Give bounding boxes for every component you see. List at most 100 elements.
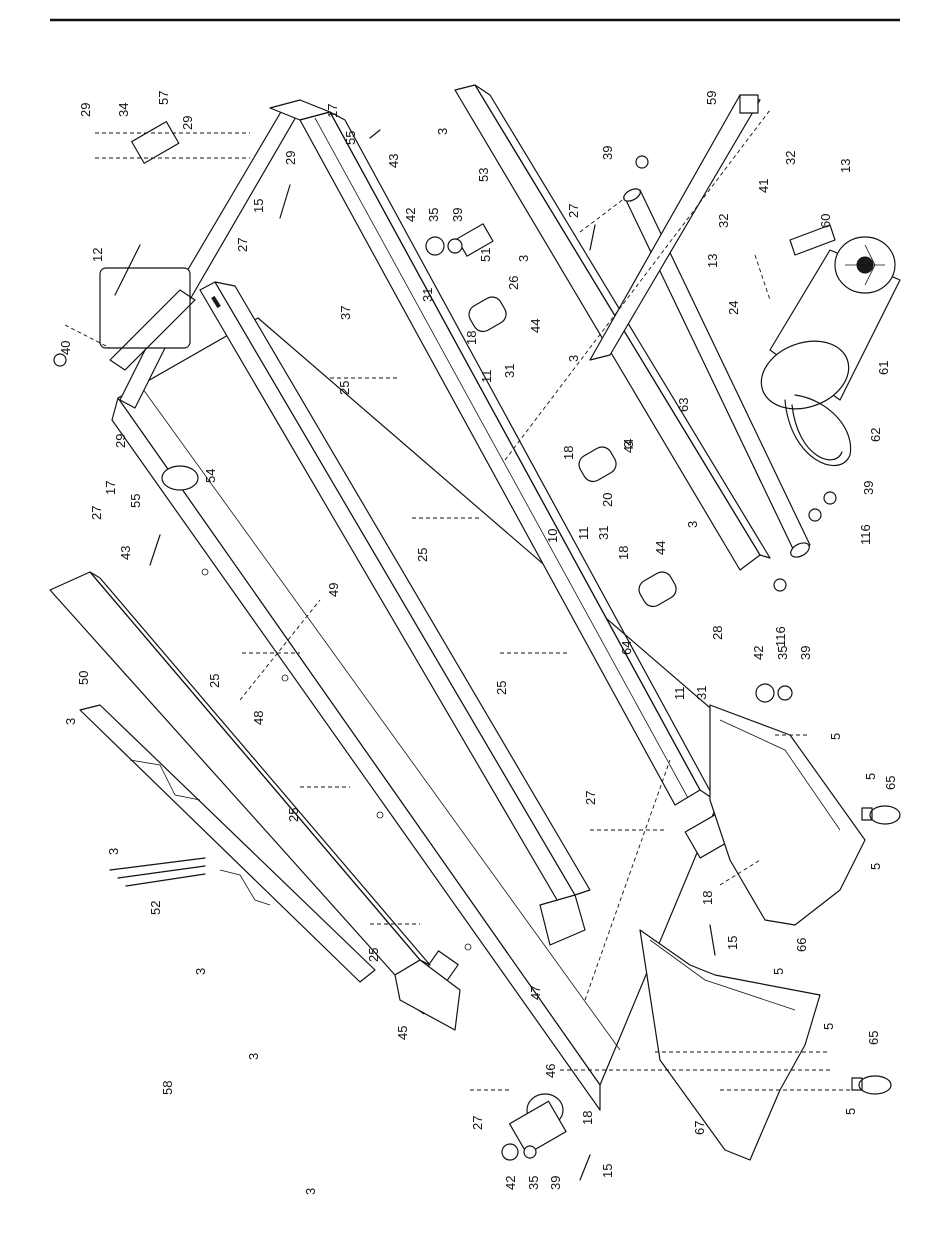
label-3: 3 — [63, 718, 78, 725]
label-45: 45 — [395, 1026, 410, 1040]
label-12: 12 — [90, 248, 105, 262]
label-52: 52 — [148, 901, 163, 915]
label-3: 3 — [621, 441, 636, 448]
label-18: 18 — [616, 546, 631, 560]
label-39: 39 — [861, 481, 876, 495]
label-31: 31 — [596, 526, 611, 540]
label-3: 3 — [516, 255, 531, 262]
label-17: 17 — [103, 481, 118, 495]
label-29: 29 — [180, 116, 195, 130]
label-18: 18 — [580, 1111, 595, 1125]
label-49: 49 — [326, 583, 341, 597]
label-39: 39 — [548, 1176, 563, 1190]
label-18: 18 — [561, 446, 576, 460]
label-35: 35 — [426, 208, 441, 222]
label-3: 3 — [566, 355, 581, 362]
label-5: 5 — [843, 1108, 858, 1115]
label-27: 27 — [89, 506, 104, 520]
leveling-foot-65b — [852, 1076, 891, 1094]
label-3: 3 — [303, 1188, 318, 1195]
label-51: 51 — [478, 248, 493, 262]
label-5: 5 — [821, 1023, 836, 1030]
label-39: 39 — [600, 146, 615, 160]
label-27: 27 — [566, 204, 581, 218]
label-5: 5 — [868, 863, 883, 870]
label-46: 46 — [543, 1064, 558, 1078]
label-10: 10 — [545, 529, 560, 543]
label-15: 15 — [600, 1164, 615, 1178]
label-5: 5 — [863, 773, 878, 780]
label-43: 43 — [386, 154, 401, 168]
label-42: 42 — [403, 208, 418, 222]
motor-bracket-60 — [790, 225, 835, 255]
label-32: 32 — [783, 151, 798, 165]
label-54: 54 — [203, 469, 218, 483]
label-37: 37 — [338, 306, 353, 320]
label-5: 5 — [828, 733, 843, 740]
label-11: 11 — [576, 527, 591, 541]
label-31: 31 — [502, 364, 517, 378]
label-3: 3 — [685, 521, 700, 528]
label-28: 28 — [710, 626, 725, 640]
label-64: 64 — [619, 641, 634, 655]
rear-endcap-67 — [640, 930, 820, 1160]
label-20: 20 — [600, 493, 615, 507]
label-5: 5 — [771, 968, 786, 975]
label-13: 13 — [705, 254, 720, 268]
label-3: 3 — [193, 968, 208, 975]
label-25: 25 — [494, 681, 509, 695]
label-29: 29 — [113, 434, 128, 448]
label-17: 17 — [325, 104, 340, 118]
label-42: 42 — [503, 1176, 518, 1190]
label-67: 67 — [692, 1121, 707, 1135]
frame-rail-59 — [590, 95, 760, 360]
label-59: 59 — [704, 91, 719, 105]
label-11: 11 — [479, 370, 494, 384]
label-13: 13 — [838, 159, 853, 173]
label-62: 62 — [868, 428, 883, 442]
label-40: 40 — [58, 341, 73, 355]
label-15: 15 — [251, 199, 266, 213]
label-25: 25 — [286, 808, 301, 822]
leveling-foot-65a — [862, 806, 900, 824]
label-3: 3 — [435, 128, 450, 135]
label-31: 31 — [420, 288, 435, 302]
label-25: 25 — [415, 548, 430, 562]
label-15: 15 — [725, 936, 740, 950]
label-24: 24 — [726, 301, 741, 315]
label-35: 35 — [526, 1176, 541, 1190]
label-27: 27 — [583, 791, 598, 805]
label-27: 27 — [470, 1116, 485, 1130]
label-25: 25 — [337, 381, 352, 395]
label-25: 25 — [366, 948, 381, 962]
label-3: 3 — [106, 848, 121, 855]
drive-motor-61 — [752, 237, 900, 420]
label-11: 11 — [672, 687, 687, 701]
cable-ties-58 — [110, 858, 205, 886]
label-18: 18 — [700, 891, 715, 905]
label-50: 50 — [76, 671, 91, 685]
label-41: 41 — [756, 179, 771, 193]
label-26: 26 — [506, 276, 521, 290]
label-58: 58 — [160, 1081, 175, 1095]
label-42: 42 — [751, 646, 766, 660]
label-44: 44 — [653, 541, 668, 555]
label-65: 65 — [883, 776, 898, 790]
label-116: 116 — [773, 626, 788, 647]
front-roller-46 — [510, 1094, 566, 1154]
label-32: 32 — [716, 214, 731, 228]
label-116: 116 — [858, 524, 873, 545]
label-27: 27 — [235, 238, 250, 252]
label-43: 43 — [118, 546, 133, 560]
label-44: 44 — [528, 319, 543, 333]
label-61: 61 — [876, 361, 891, 375]
label-63: 63 — [676, 398, 691, 412]
label-31: 31 — [694, 686, 709, 700]
label-48: 48 — [251, 711, 266, 725]
label-29: 29 — [283, 151, 298, 165]
label-55: 55 — [128, 494, 143, 508]
label-18: 18 — [464, 331, 479, 345]
label-29: 29 — [78, 103, 93, 117]
label-35: 35 — [775, 646, 790, 660]
